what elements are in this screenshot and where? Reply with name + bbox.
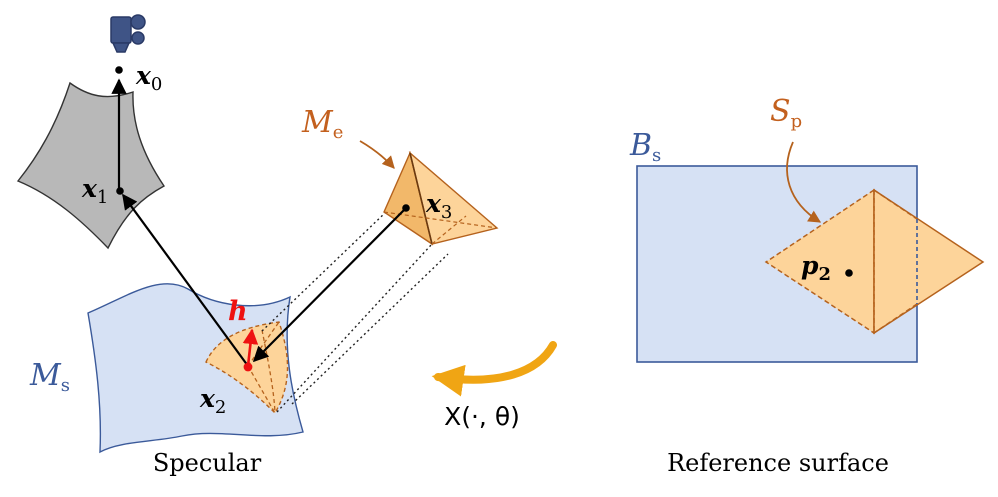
light-path xyxy=(111,78,407,367)
specular-surface xyxy=(87,283,304,454)
label-x1: x1 xyxy=(81,174,108,208)
label-x0: x0 xyxy=(135,61,162,95)
p2-point xyxy=(845,269,853,277)
label-Bs: Bs xyxy=(629,128,661,166)
camera-icon xyxy=(110,14,146,53)
me-pointer-arrow xyxy=(359,140,395,169)
x0-point xyxy=(115,66,123,74)
sp-pointer-arrow xyxy=(786,141,822,223)
label-Ms: Ms xyxy=(29,358,70,396)
gray-surface xyxy=(16,81,166,250)
label-p2: p2 xyxy=(801,251,831,285)
label-h: h xyxy=(228,296,248,327)
transform-label: X(·, θ) xyxy=(444,402,520,431)
reference-patch xyxy=(764,188,985,335)
emitter-pyramid xyxy=(383,150,499,246)
projection-lines xyxy=(261,211,449,413)
label-Sp: Sp xyxy=(770,94,802,132)
label-x3: x3 xyxy=(425,189,452,223)
x3-point xyxy=(402,204,410,212)
x2-point xyxy=(243,362,253,372)
caption-specular: Specular xyxy=(153,449,262,477)
label-Me: Me xyxy=(301,105,343,143)
caption-reference: Reference surface xyxy=(667,449,889,477)
x1-point xyxy=(116,187,124,195)
label-x2: x2 xyxy=(199,384,226,418)
half-vector-arrow xyxy=(242,328,259,367)
transform-arrow xyxy=(431,341,557,397)
